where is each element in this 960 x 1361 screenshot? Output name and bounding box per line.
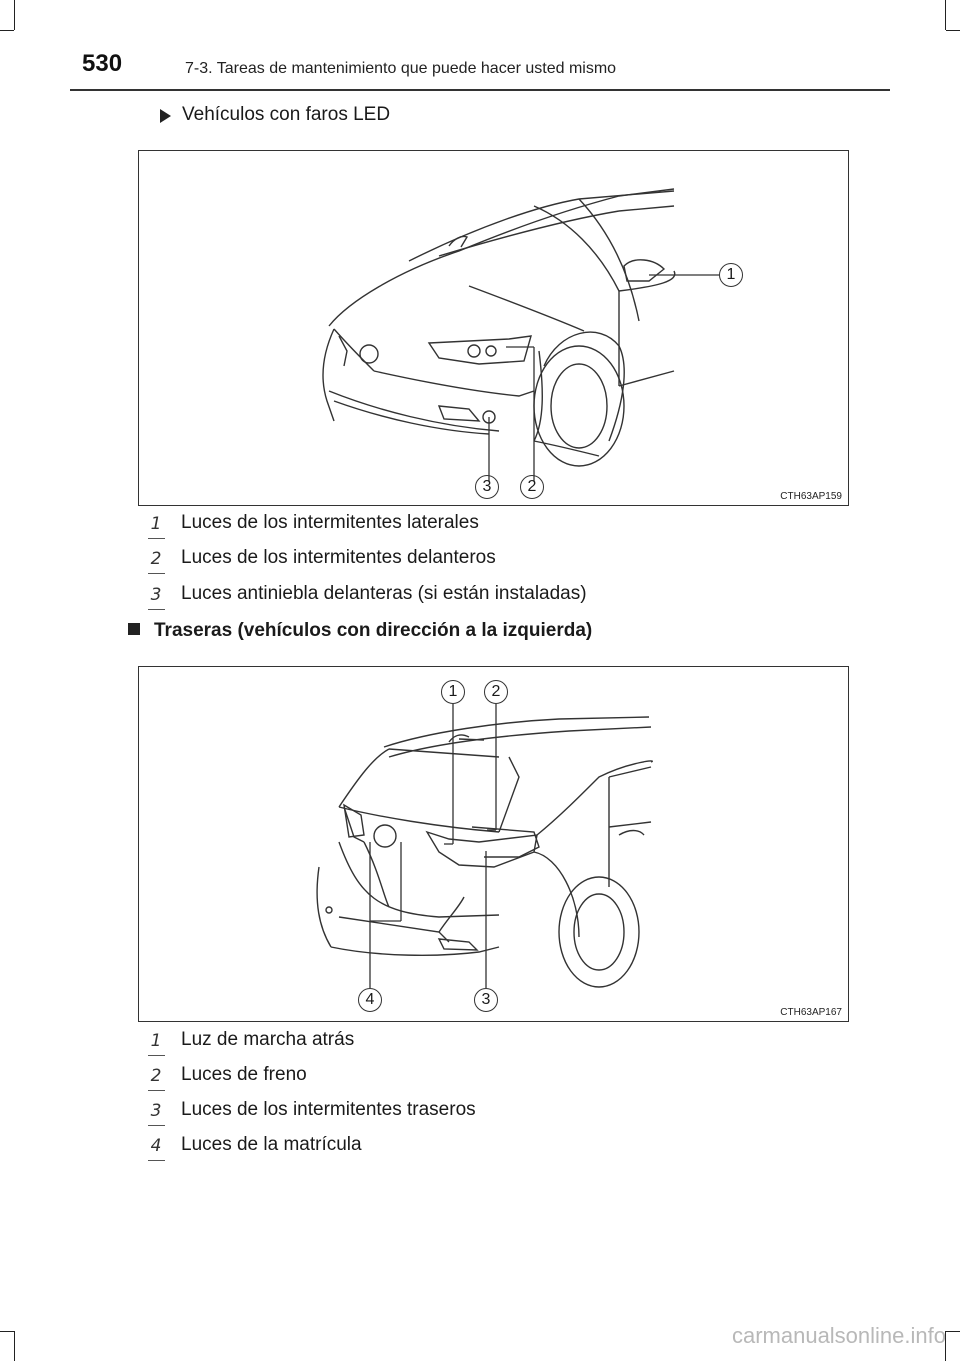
callout-marker: 1: [441, 680, 465, 704]
triangle-bullet-icon: [160, 109, 171, 123]
legend-text: Luces de freno: [181, 1064, 307, 1085]
figure-code: CTH63AP159: [780, 491, 842, 502]
legend-number: 1: [146, 514, 166, 539]
callout-marker: 3: [475, 475, 499, 499]
section-title: 7-3. Tareas de mantenimiento que puede h…: [185, 60, 617, 77]
callout-marker: 4: [358, 988, 382, 1012]
legend-text: Luces de la matrícula: [181, 1134, 362, 1155]
legend-number: 3: [146, 1101, 166, 1126]
legend-number: 3: [146, 585, 166, 610]
crop-mark: [0, 1331, 14, 1332]
legend-item: 2 Luces de freno: [146, 1064, 846, 1094]
crop-mark: [945, 0, 946, 30]
legend-text: Luces de los intermitentes traseros: [181, 1099, 476, 1120]
crop-mark: [946, 30, 960, 31]
callout-marker: 3: [474, 988, 498, 1012]
crop-mark: [946, 1331, 960, 1332]
rear-heading-text: Traseras (vehículos con dirección a la i…: [154, 620, 593, 641]
header-divider: [70, 89, 890, 91]
legend-item: 3 Luces de los intermitentes traseros: [146, 1099, 846, 1129]
legend-number: 2: [146, 549, 166, 574]
watermark: carmanualsonline.info: [731, 1323, 946, 1348]
rear-callout-lines: [369, 704, 497, 988]
page-number: 530: [82, 50, 123, 77]
crop-mark: [945, 1331, 946, 1361]
callout-marker: 1: [719, 263, 743, 287]
rear-car-figure: 1 2 3 4 CTH63AP167: [138, 666, 849, 1022]
legend-item: 1 Luz de marcha atrás: [146, 1029, 846, 1059]
front-car-illustration: [322, 188, 676, 467]
front-car-figure: 1 2 3 CTH63AP159: [138, 150, 849, 506]
rear-heading: Traseras (vehículos con dirección a la i…: [128, 620, 592, 642]
legend-item: 4 Luces de la matrícula: [146, 1134, 846, 1164]
square-bullet-icon: [128, 623, 140, 635]
legend-text: Luz de marcha atrás: [181, 1029, 355, 1050]
page-header: 530 7-3. Tareas de mantenimiento que pue…: [0, 0, 960, 92]
front-callout-lines: [488, 274, 719, 481]
legend-text: Luces de los intermitentes delanteros: [181, 547, 496, 568]
crop-mark: [0, 30, 14, 31]
legend-text: Luces antiniebla delanteras (si están in…: [181, 583, 587, 604]
figure-code: CTH63AP167: [780, 1007, 842, 1018]
legend-number: 1: [146, 1031, 166, 1056]
callout-marker: 2: [520, 475, 544, 499]
legend-item: 1 Luces de los intermitentes laterales: [146, 512, 846, 542]
crop-mark: [14, 0, 15, 30]
crop-mark: [14, 1331, 15, 1361]
legend-number: 2: [146, 1066, 166, 1091]
rear-car-illustration: [316, 716, 654, 988]
bullet-text: Vehículos con faros LED: [182, 104, 391, 125]
legend-item: 2 Luces de los intermitentes delanteros: [146, 547, 846, 577]
legend-item: 3 Luces antiniebla delanteras (si están …: [146, 583, 846, 613]
legend-number: 4: [146, 1136, 166, 1161]
legend-text: Luces de los intermitentes laterales: [181, 512, 479, 533]
callout-marker: 2: [484, 680, 508, 704]
